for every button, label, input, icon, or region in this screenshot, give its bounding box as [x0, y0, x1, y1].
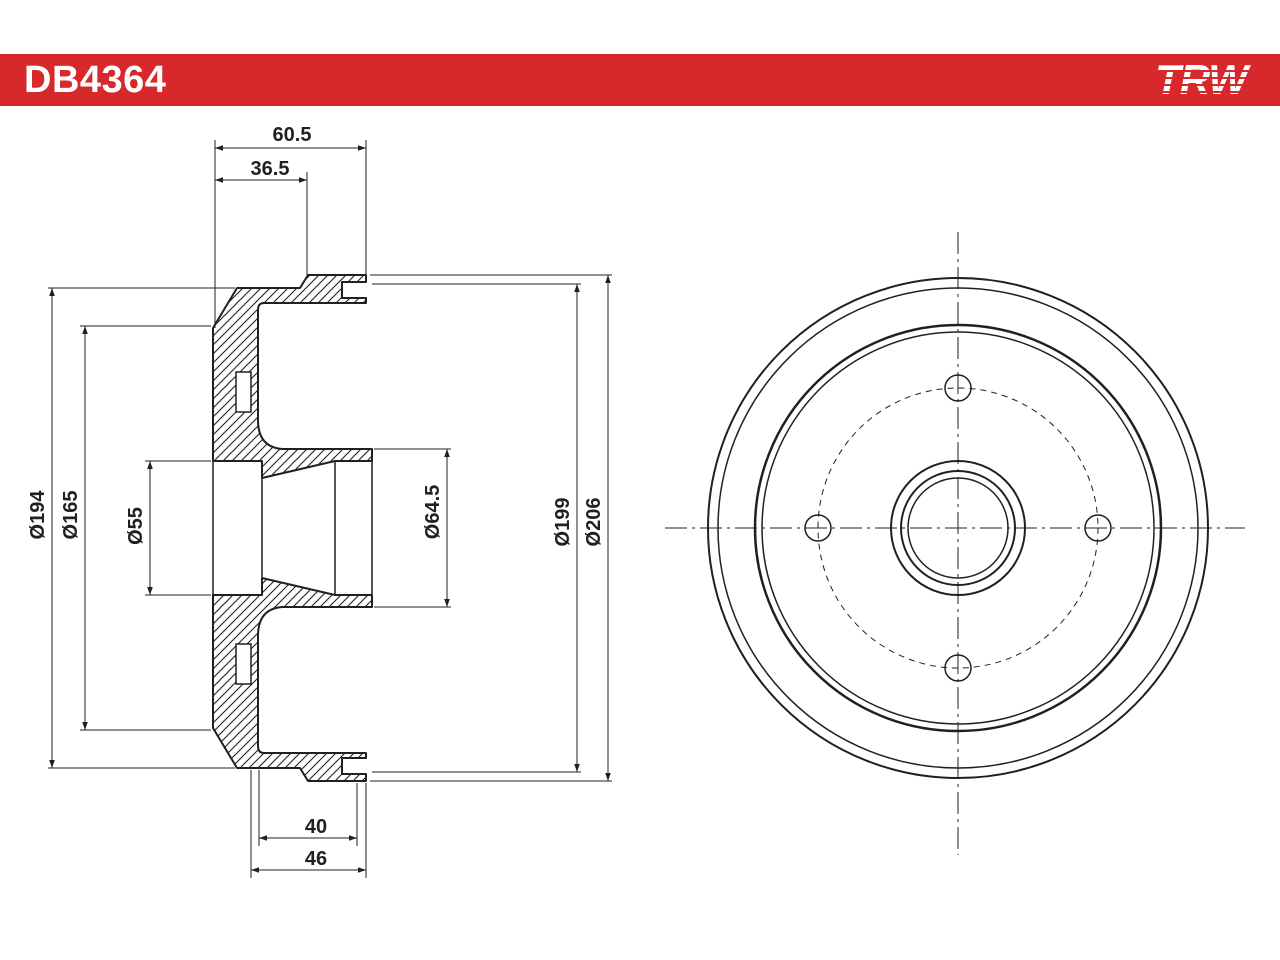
hub-bore-inner: [907, 477, 1009, 579]
dimension-labels: 60.5 36.5 40 46 Ø194 Ø165 Ø55 Ø64.5 Ø199…: [27, 124, 605, 870]
bolt-circle: [817, 387, 1099, 669]
bolt-hole-right: [1084, 514, 1112, 542]
braking-surface-outer: [753, 323, 1163, 733]
drum-outer-step: [717, 287, 1199, 769]
backplate-hole-upper: [235, 371, 252, 413]
braking-surface-inner: [761, 331, 1155, 725]
dim-label-40: 40: [305, 816, 327, 838]
part-number: DB4364: [24, 59, 167, 101]
extension-lines: [48, 140, 612, 878]
brand-logo: TRW: [1142, 57, 1260, 103]
dim-label-46: 46: [305, 848, 327, 870]
hub-outer: [890, 460, 1026, 596]
section-view: 60.5 36.5 40 46 Ø194 Ø165 Ø55 Ø64.5 Ø199…: [27, 124, 612, 878]
bore-edges: [212, 461, 373, 595]
dim-label-199: Ø199: [552, 498, 574, 547]
hub-bore-outer: [900, 470, 1016, 586]
bolt-hole-bottom: [944, 654, 972, 682]
dim-label-194: Ø194: [27, 490, 49, 540]
dim-label-206: Ø206: [583, 498, 605, 547]
dim-label-165: Ø165: [60, 491, 82, 540]
bolt-hole-top: [944, 374, 972, 402]
header-bar: DB4364 TRW: [0, 54, 1280, 106]
drum-outer-edge: [707, 277, 1209, 779]
drum-section-lower: [212, 577, 373, 782]
bolt-hole-left: [804, 514, 832, 542]
drum-section-upper: [212, 274, 373, 479]
brand-logo-stripes: [1142, 65, 1260, 97]
dimension-lines: [49, 145, 611, 873]
backplate-hole-lower: [235, 643, 252, 685]
front-view: [665, 232, 1245, 855]
dim-label-36-5: 36.5: [251, 158, 290, 180]
dim-label-55: Ø55: [125, 507, 147, 545]
dim-label-60-5: 60.5: [273, 124, 312, 146]
dim-label-64-5: Ø64.5: [422, 485, 444, 539]
